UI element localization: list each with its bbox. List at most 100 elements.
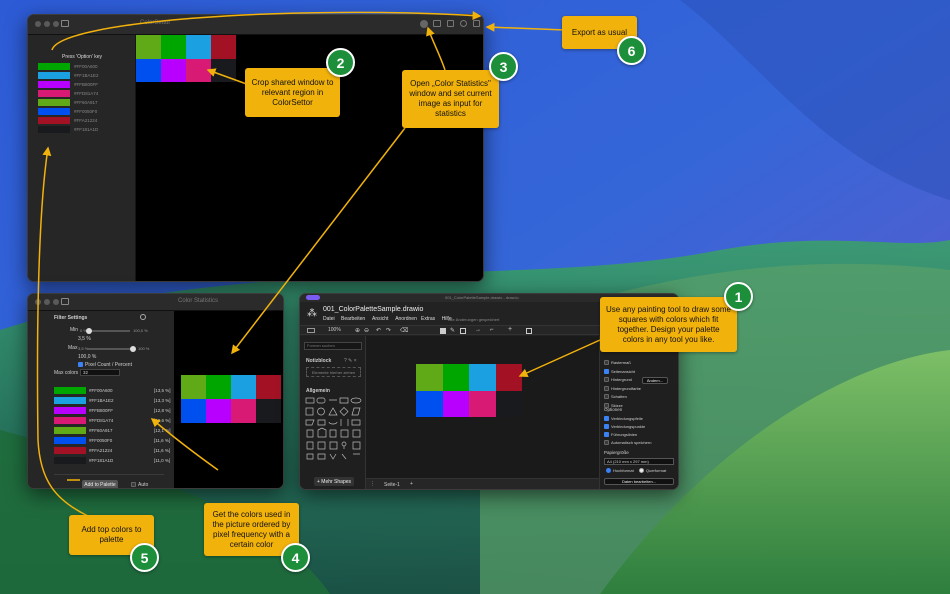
querformat-radio[interactable] [639, 468, 644, 473]
max-slider-knob[interactable] [130, 346, 136, 352]
statistic-row[interactable]: #FFB800FF[12,8 %] [54, 407, 174, 414]
statistic-row[interactable]: #FF181A1D[11,0 %] [54, 457, 174, 464]
general-shapes-grid[interactable] [304, 396, 364, 462]
callout-3: Open „Color Statistics" window and set c… [402, 70, 499, 128]
max-right-value: 100 % [138, 346, 150, 351]
cropped-color-grid[interactable] [136, 35, 236, 82]
palette-item[interactable]: #FFA21224 [38, 117, 134, 124]
drop-zone[interactable]: Elemente hierher ziehen [306, 367, 361, 377]
statistic-swatch [54, 407, 86, 414]
allgemein-heading[interactable]: Allgemein [306, 388, 330, 394]
notizblock-heading[interactable]: Notizblock [306, 358, 332, 364]
drawn-color-squares[interactable] [416, 364, 522, 417]
palette-item[interactable]: #FF0050F0 [38, 108, 134, 115]
option-checkbox[interactable] [604, 385, 609, 391]
delete-icon[interactable]: ⌫ [400, 328, 409, 334]
image-icon[interactable] [433, 20, 441, 27]
palette-item[interactable]: #FFD81A74 [38, 90, 134, 97]
add-page-icon[interactable]: + [410, 481, 413, 487]
change-background-button[interactable]: Ändern... [642, 377, 668, 384]
notizblock-actions[interactable]: ? ✎ × [344, 358, 357, 364]
option-checkbox[interactable] [604, 394, 609, 399]
settings-icon[interactable] [460, 20, 467, 27]
waypoints-icon[interactable]: ⌐ [490, 327, 494, 333]
sidebar-toggle-icon[interactable] [61, 298, 69, 305]
page-tab[interactable]: Seite-1 [384, 482, 400, 488]
option-checkbox[interactable] [604, 377, 609, 382]
more-shapes-button[interactable]: + Mehr Shapes [314, 477, 354, 486]
window-zoom-button[interactable] [53, 299, 59, 305]
min-slider-knob[interactable] [86, 328, 92, 334]
option-checkbox[interactable] [604, 440, 609, 445]
window-close-button[interactable] [35, 21, 41, 27]
option-label: Verbindungspfeile [611, 416, 643, 421]
stats-sidebar: Filter Settings Min 0 % 100,0 % 3,5 % Ma… [28, 311, 174, 488]
option-checkbox[interactable] [604, 368, 609, 374]
zoom-out-icon[interactable]: ⊖ [364, 328, 370, 334]
stats-window-title: Color Statistics [178, 298, 219, 304]
shadow-icon[interactable] [460, 328, 466, 334]
statistic-row[interactable]: #FFA21224[11,6 %] [54, 447, 174, 454]
export-icon[interactable] [473, 20, 480, 27]
option-label: Automatisch speichern [611, 440, 652, 445]
palette-hex: #FF181A1D [74, 127, 99, 132]
max-colors-input[interactable]: 32 [80, 369, 120, 376]
sidebar-toggle-icon[interactable] [307, 328, 315, 333]
zoom-in-icon[interactable]: ⊕ [355, 328, 361, 334]
add-to-palette-button[interactable]: Add to Palette [82, 480, 118, 488]
insert-icon[interactable]: + [508, 326, 513, 333]
shape-search-input[interactable]: Formen suchen [304, 342, 362, 350]
option-label: Hintergrundfarbe [611, 385, 642, 391]
window-minimize-button[interactable] [44, 299, 50, 305]
palette-item[interactable]: #FF00A600 [38, 63, 134, 70]
menu-item[interactable]: Ansicht [372, 316, 389, 322]
palette-item[interactable]: #FF60A917 [38, 99, 134, 106]
statistic-row[interactable]: #FFD81A74[12,6 %] [54, 417, 174, 424]
option-checkbox[interactable] [604, 360, 609, 365]
max-slider[interactable] [88, 346, 136, 352]
color-square [256, 399, 281, 423]
statistics-icon[interactable] [447, 20, 454, 27]
menu-item[interactable]: Bearbeiten [341, 316, 366, 322]
fill-color-icon[interactable] [440, 328, 446, 334]
undo-icon[interactable]: ↶ [376, 328, 382, 334]
window-zoom-button[interactable] [53, 21, 59, 27]
statistic-row[interactable]: #FF60A917[12,1 %] [54, 427, 174, 434]
auto-label: Auto [138, 482, 149, 488]
paper-size-select[interactable]: A4 (210 mm x 297 mm) [604, 458, 674, 465]
zoom-select[interactable]: 100% [328, 327, 341, 333]
page-menu-icon[interactable]: ⋮ [370, 481, 375, 487]
min-slider[interactable] [86, 328, 130, 334]
option-checkbox[interactable] [604, 432, 609, 437]
option-checkbox[interactable] [604, 424, 609, 429]
menu-item[interactable]: Extras [421, 316, 436, 322]
statistic-row[interactable]: #FF1BA1E2[13,3 %] [54, 397, 174, 404]
auto-checkbox[interactable] [131, 482, 136, 487]
window-close-button[interactable] [35, 299, 41, 305]
redo-icon[interactable]: ↷ [386, 328, 392, 334]
share-icon[interactable] [420, 20, 428, 28]
edit-data-button[interactable]: Daten bearbeiten... [604, 478, 674, 485]
drawio-canvas[interactable] [366, 336, 599, 478]
hochformat-radio[interactable] [606, 468, 611, 473]
menu-item[interactable]: Anordnen [395, 316, 417, 322]
table-icon[interactable] [526, 328, 532, 334]
statistic-row[interactable]: #FF0050F0[11,6 %] [54, 437, 174, 444]
pixel-count-checkbox[interactable] [78, 362, 83, 367]
connection-icon[interactable]: → [475, 327, 481, 333]
palette-item[interactable]: #FF1BA1E2 [38, 72, 134, 79]
menu-item[interactable]: Datei [323, 316, 335, 322]
option-checkbox[interactable] [604, 402, 609, 408]
line-color-icon[interactable]: ✎ [450, 328, 456, 334]
options-heading: Optionen [604, 407, 623, 412]
callout-4: Get the colors used in the picture order… [204, 503, 299, 556]
palette-item[interactable]: #FFB800FF [38, 81, 134, 88]
window-minimize-button[interactable] [44, 21, 50, 27]
window-title: ColorSettor [140, 20, 171, 26]
statistic-row[interactable]: #FF00A600[13,5 %] [54, 387, 174, 394]
palette-item[interactable]: #FF181A1D [38, 126, 134, 133]
sidebar-toggle-icon[interactable] [61, 20, 69, 27]
menu-item[interactable]: Hilfe [441, 316, 452, 322]
info-icon[interactable] [140, 314, 146, 320]
option-checkbox[interactable] [604, 416, 609, 421]
